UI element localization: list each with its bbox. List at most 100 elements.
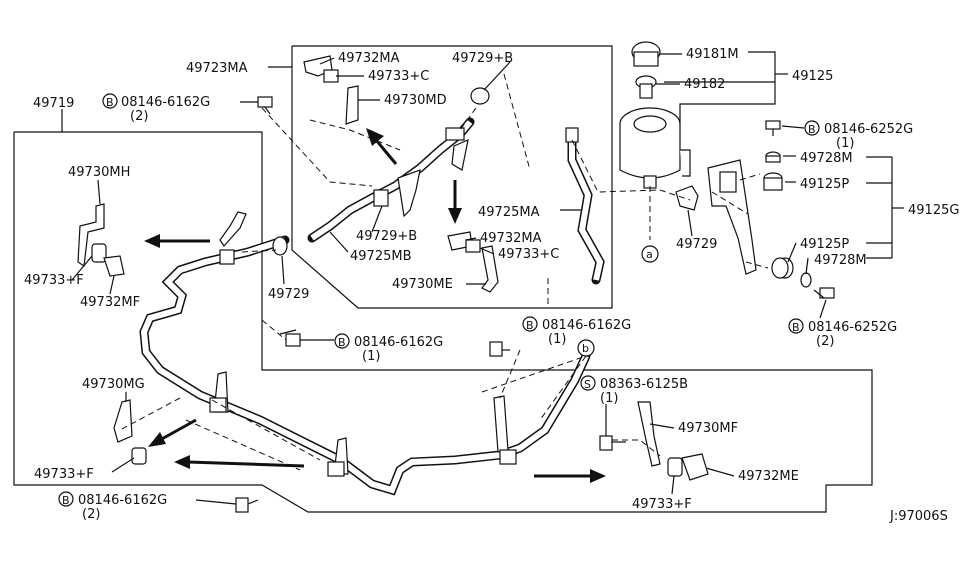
label-49729-right: 49729 [676,237,717,252]
bolt-b2-drawn [279,329,301,347]
reservoir-side-port [680,149,691,177]
bracket-right [493,395,509,453]
bolt-b3-qty: (1) [548,332,566,347]
clamp-49729B-top [470,87,490,105]
direction-arrows [144,128,606,483]
ref-marker-a [641,245,659,263]
insulator-49733F-left [91,243,107,263]
bolt-marker-icon [58,491,74,507]
bolt-callouts: B 08146-6162G (2) B 08146-6162G (1) B 08… [58,93,913,522]
label-49729B-mid: 49729+B [356,229,417,244]
exploded-parts [77,55,709,481]
bolt-b5-qty: (1) [836,136,854,151]
bolt-b5-code: 08146-6252G [824,122,913,137]
arrow-up-left [374,139,398,165]
label-49125G: 49125G [908,203,959,218]
label-49729B-top: 49729+B [452,51,513,66]
bracket-top-left [219,211,247,247]
bolt-marker-icon [522,316,538,332]
bolt-marker-icon [788,318,804,334]
ref-marker-b [577,339,595,357]
right-hardware [664,51,904,299]
label-49725MA: 49725MA [478,205,540,220]
label-49732MA-mid: 49732MA [480,231,542,246]
arrow-down-left [159,418,197,442]
label-49730MF: 49730MF [678,421,738,436]
bolt-b6-qty: (2) [816,334,834,349]
reservoir-tank [619,41,691,189]
label-49719: 49719 [33,96,74,111]
svg-text:B: B [62,494,70,507]
callout-b4: B 08146-6162G (2) [58,491,237,522]
label-49733C-mid: 49733+C [498,247,559,262]
bolt-marker-icon [804,120,820,136]
bolt-b4-code: 08146-6162G [78,493,167,508]
bracket-49730MF [637,401,661,467]
clamp-right [499,449,517,465]
insulator-49733F-right [667,457,683,477]
main-pressure-pipe [139,235,591,496]
label-49181M: 49181M [686,47,739,62]
bracket-49730ME [481,245,499,293]
svg-text:B: B [792,321,800,334]
clamp-49732MF [103,255,125,277]
callout-b6: B 08146-6252G (2) [788,299,897,349]
bracket-49730MD-installed [397,169,421,218]
bolt-b4-drawn [235,497,259,513]
label-49730MG: 49730MG [82,377,145,392]
bolt-b1-code: 08146-6162G [121,95,210,110]
label-49733C-top: 49733+C [368,69,429,84]
svg-text:b: b [582,342,589,355]
label-49730MD: 49730MD [384,93,447,108]
arrow-left-lower [187,460,305,468]
callout-b1: B 08146-6162G (2) [102,93,258,124]
insulator-49733C-top [323,69,339,83]
label-49733F-right: 49733+F [632,497,692,512]
label-49723MA: 49723MA [186,61,248,76]
label-49730MH: 49730MH [68,165,130,180]
bolt-b1-qty: (2) [130,109,148,124]
label-49728M-bottom: 49728M [814,253,867,268]
bolts-drawn [235,96,626,513]
bracket-49730MD [345,85,359,125]
insulator-49733F-lower [131,447,147,465]
bracket-49730MG [113,399,133,443]
svg-text:B: B [526,319,534,332]
callout-s1: S 08363-6125B (1) [580,375,688,436]
reservoir-neck [633,115,667,133]
callout-b3: B 08146-6162G (1) [522,316,631,347]
label-49125: 49125 [792,69,833,84]
clamp-49729-right [675,185,699,211]
svg-text:a: a [646,248,653,261]
bolt-6252G-bottom [819,287,835,299]
clamp-49729-left [272,236,288,256]
svg-text:B: B [808,123,816,136]
bolt-b3-drawn [489,341,510,357]
label-49733F-lower: 49733+F [34,467,94,482]
assembly-dashes [119,73,769,471]
svg-text:B: B [106,96,114,109]
cap-body [633,51,659,67]
screw-marker-icon [580,375,596,391]
clamp-top-left [219,249,235,265]
bracket-upper-joint [451,138,469,171]
label-49125P-top: 49125P [800,177,849,192]
label-49125P-bottom: 49125P [800,237,849,252]
collar-49728M-bottom [800,272,812,288]
svg-text:B: B [338,336,346,349]
clamp-49732ME [681,453,709,481]
label-49733F-left: 49733+F [24,273,84,288]
diagram-code: J:97006S [889,509,948,524]
label-49730ME: 49730ME [392,277,453,292]
label-49732MF: 49732MF [80,295,140,310]
upper-subassembly-frame [291,45,613,309]
screw-s1-qty: (1) [600,391,618,406]
bolt-b2-code: 08146-6162G [354,335,443,350]
svg-text:S: S [584,378,591,391]
label-leaders [71,53,735,495]
label-49725MB: 49725MB [350,249,412,264]
label-49729-left: 49729 [268,287,309,302]
screw-s1-drawn [599,435,626,451]
clamp-49729B-mid [373,189,389,207]
